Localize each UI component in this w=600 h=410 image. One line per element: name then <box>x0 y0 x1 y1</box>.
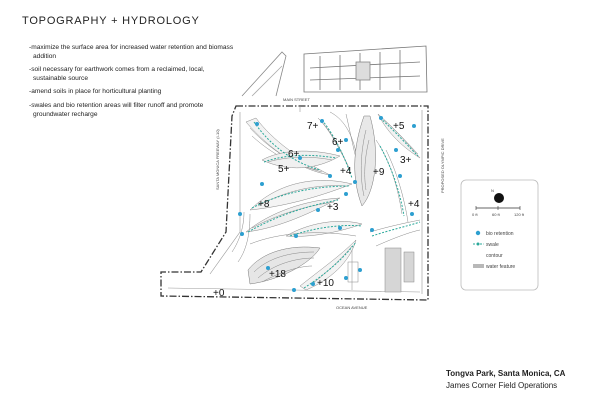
elevation-label: +0 <box>213 288 225 299</box>
note-item: -amend soils in place for horticultural … <box>29 88 162 96</box>
elevation-label: +5 <box>393 121 405 132</box>
ocean-avenue-label: OCEAN AVENUE <box>336 305 368 310</box>
scale-label: 60 ft <box>492 212 501 217</box>
elevation-label: +4 <box>340 166 352 177</box>
olympic-drive-label: PROPOSED OLYMPIC DRIVE <box>440 138 445 193</box>
elevation-label: 3+ <box>400 155 412 166</box>
legend-label: water feature <box>486 264 515 270</box>
north-label: N <box>491 188 494 193</box>
elevation-label: 6+ <box>288 149 300 160</box>
elevation-label: +3 <box>327 202 339 213</box>
freeway-label: SANTA MONICA FREEWAY (I-10) <box>215 129 220 190</box>
water-features <box>347 247 415 293</box>
water-feature-swatch-icon <box>473 264 484 268</box>
firm-name: James Corner Field Operations <box>446 381 558 390</box>
elevation-label: +8 <box>258 199 270 210</box>
scale-label: 120 ft <box>514 212 525 217</box>
elevation-label: +4 <box>408 199 420 210</box>
legend-label: contour <box>486 253 503 259</box>
elevation-label: 7+ <box>307 121 319 132</box>
project-caption: Tongva Park, Santa Monica, CA James Corn… <box>446 368 565 392</box>
swales <box>247 117 421 289</box>
legend-label: bio retention <box>486 231 514 237</box>
diagram-title: TOPOGRAPHY + HYDROLOGY <box>22 15 200 27</box>
design-notes: -maximize the surface area for increased… <box>24 44 239 124</box>
elevation-label: +10 <box>317 278 334 289</box>
elevation-label: 5+ <box>278 164 290 175</box>
scale-label: 0 ft <box>472 212 478 217</box>
note-item: -swales and bio retention areas will fil… <box>29 101 204 118</box>
legend: N 0 ft 60 ft 120 ft bio retention swale … <box>460 179 539 291</box>
elevation-label: +18 <box>269 269 286 280</box>
bio-retention-swatch-icon <box>475 230 481 236</box>
note-item: -maximize the surface area for increased… <box>29 44 234 60</box>
scale-bar: 0 ft 60 ft 120 ft <box>472 206 525 217</box>
bio-retention-points <box>238 116 416 292</box>
note-item: -soil necessary for earthwork comes from… <box>29 66 205 82</box>
elevation-label: 6+ <box>332 137 344 148</box>
upper-block <box>241 45 428 97</box>
elevation-labels: 7+ 6+ +5 6+ 5+ +4 +9 3+ +8 +3 +4 +18 +10… <box>213 121 420 299</box>
landforms <box>231 111 421 291</box>
north-arrow-icon <box>494 193 504 203</box>
project-name: Tongva Park, Santa Monica, CA <box>446 369 566 378</box>
site-boundary <box>160 105 429 301</box>
legend-label: swale <box>486 242 499 248</box>
main-street-label: MAIN STREET <box>283 97 310 102</box>
elevation-label: +9 <box>373 167 385 178</box>
swale-node-icon <box>476 242 480 246</box>
